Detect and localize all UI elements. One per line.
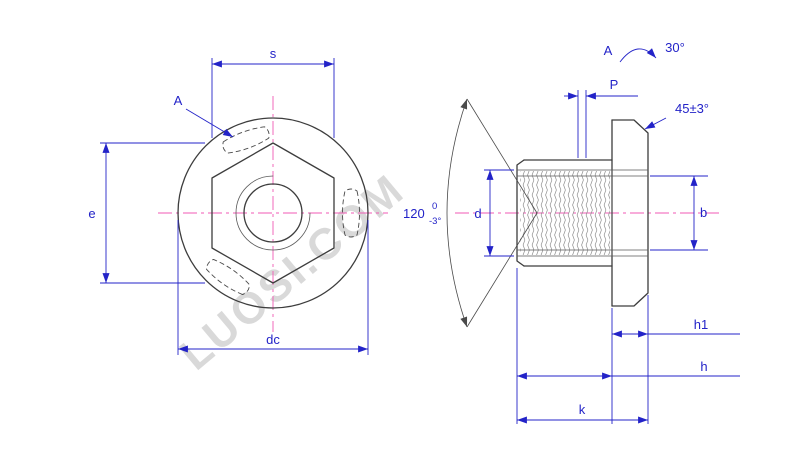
dimension-b: b	[650, 175, 708, 251]
cone-angle-120: 120 0 -3°	[403, 98, 538, 328]
dimension-h1: h1	[612, 317, 740, 338]
view-label-a: A	[174, 93, 183, 108]
chamfer-leader	[644, 117, 667, 130]
callout-a: A	[174, 93, 234, 138]
dim-label-p: P	[610, 77, 619, 92]
thread-major-arc	[235, 175, 311, 251]
cone-angle-arc	[446, 98, 468, 328]
dimension-p: P	[564, 77, 638, 158]
flange-outer-circle	[177, 117, 369, 309]
weld-projection-right	[342, 188, 360, 238]
dim-label-e: e	[88, 206, 95, 221]
weld-projection-top-left	[222, 126, 270, 154]
dim-label-k: k	[579, 402, 586, 417]
detail-arc	[619, 48, 657, 63]
dim-label-h: h	[700, 359, 707, 374]
dim-label-b: b	[700, 205, 707, 220]
dim-label-h1: h1	[694, 317, 708, 332]
nut-left-face	[516, 159, 525, 267]
dimension-d: d	[474, 169, 514, 257]
cone-line-upper	[466, 98, 538, 214]
detail-a-30: A 30°	[604, 40, 685, 63]
detail-angle-label: 30°	[665, 40, 685, 55]
chamfer-angle: 45±3°	[644, 101, 709, 130]
thread-hatch	[520, 171, 610, 255]
dimension-h: h	[517, 359, 740, 380]
cone-tol-upper: 0	[432, 201, 437, 212]
dim-label-dc: dc	[266, 332, 280, 347]
chamfer-angle-label: 45±3°	[675, 101, 709, 116]
hex-outline	[211, 142, 335, 284]
weld-projection-bottom-left	[206, 258, 250, 296]
section-view: 120 0 -3° d P A 30° 45±3°	[403, 40, 740, 424]
detail-label-a: A	[604, 43, 613, 58]
dim-label-d: d	[474, 206, 481, 221]
flange-outline	[611, 119, 649, 307]
cone-angle-label: 120	[403, 206, 425, 221]
cone-line-lower	[466, 212, 538, 328]
cone-tol-lower: -3°	[429, 216, 441, 227]
dimension-e: e	[88, 142, 205, 284]
front-view: s A e dc	[88, 46, 388, 355]
leader-line-a	[185, 108, 234, 138]
thread-minor-circle	[243, 183, 303, 243]
dimension-dc: dc	[177, 220, 369, 355]
dimension-k: k	[517, 402, 648, 424]
dim-label-s: s	[270, 46, 277, 61]
